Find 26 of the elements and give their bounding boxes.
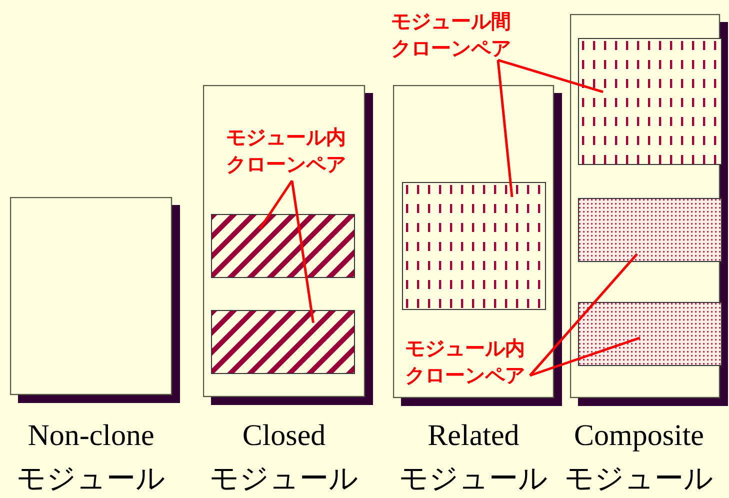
caption-label: Related bbox=[426, 419, 520, 453]
dashed-pattern-block bbox=[578, 38, 722, 165]
dotted-block bbox=[578, 302, 722, 366]
leader-line bbox=[290, 180, 314, 323]
caption-label: モジュール bbox=[208, 461, 360, 495]
module-box bbox=[570, 14, 728, 406]
caption-label: Composite bbox=[572, 419, 705, 453]
caption-label: Closed bbox=[241, 419, 327, 453]
dashed-pattern-block bbox=[402, 182, 546, 310]
striped-block bbox=[211, 310, 355, 374]
module-box bbox=[393, 85, 562, 406]
dotted-block bbox=[578, 198, 722, 262]
leader-line bbox=[529, 253, 638, 376]
module-box bbox=[203, 85, 373, 405]
callout-label: モジュール間クローンペア bbox=[387, 8, 515, 62]
callout-label: モジュール内クローンペア bbox=[222, 124, 350, 178]
leader-line bbox=[498, 58, 604, 94]
caption-label: モジュール bbox=[398, 461, 549, 495]
leader-line bbox=[258, 180, 294, 230]
caption-label: モジュール bbox=[564, 461, 714, 495]
module-box bbox=[10, 197, 180, 403]
leader-line bbox=[496, 60, 514, 198]
caption-label: Non-clone bbox=[26, 419, 156, 453]
caption-label: モジュール bbox=[16, 461, 166, 495]
striped-block bbox=[211, 214, 355, 278]
callout-label: モジュール内クローンペア bbox=[398, 335, 532, 389]
